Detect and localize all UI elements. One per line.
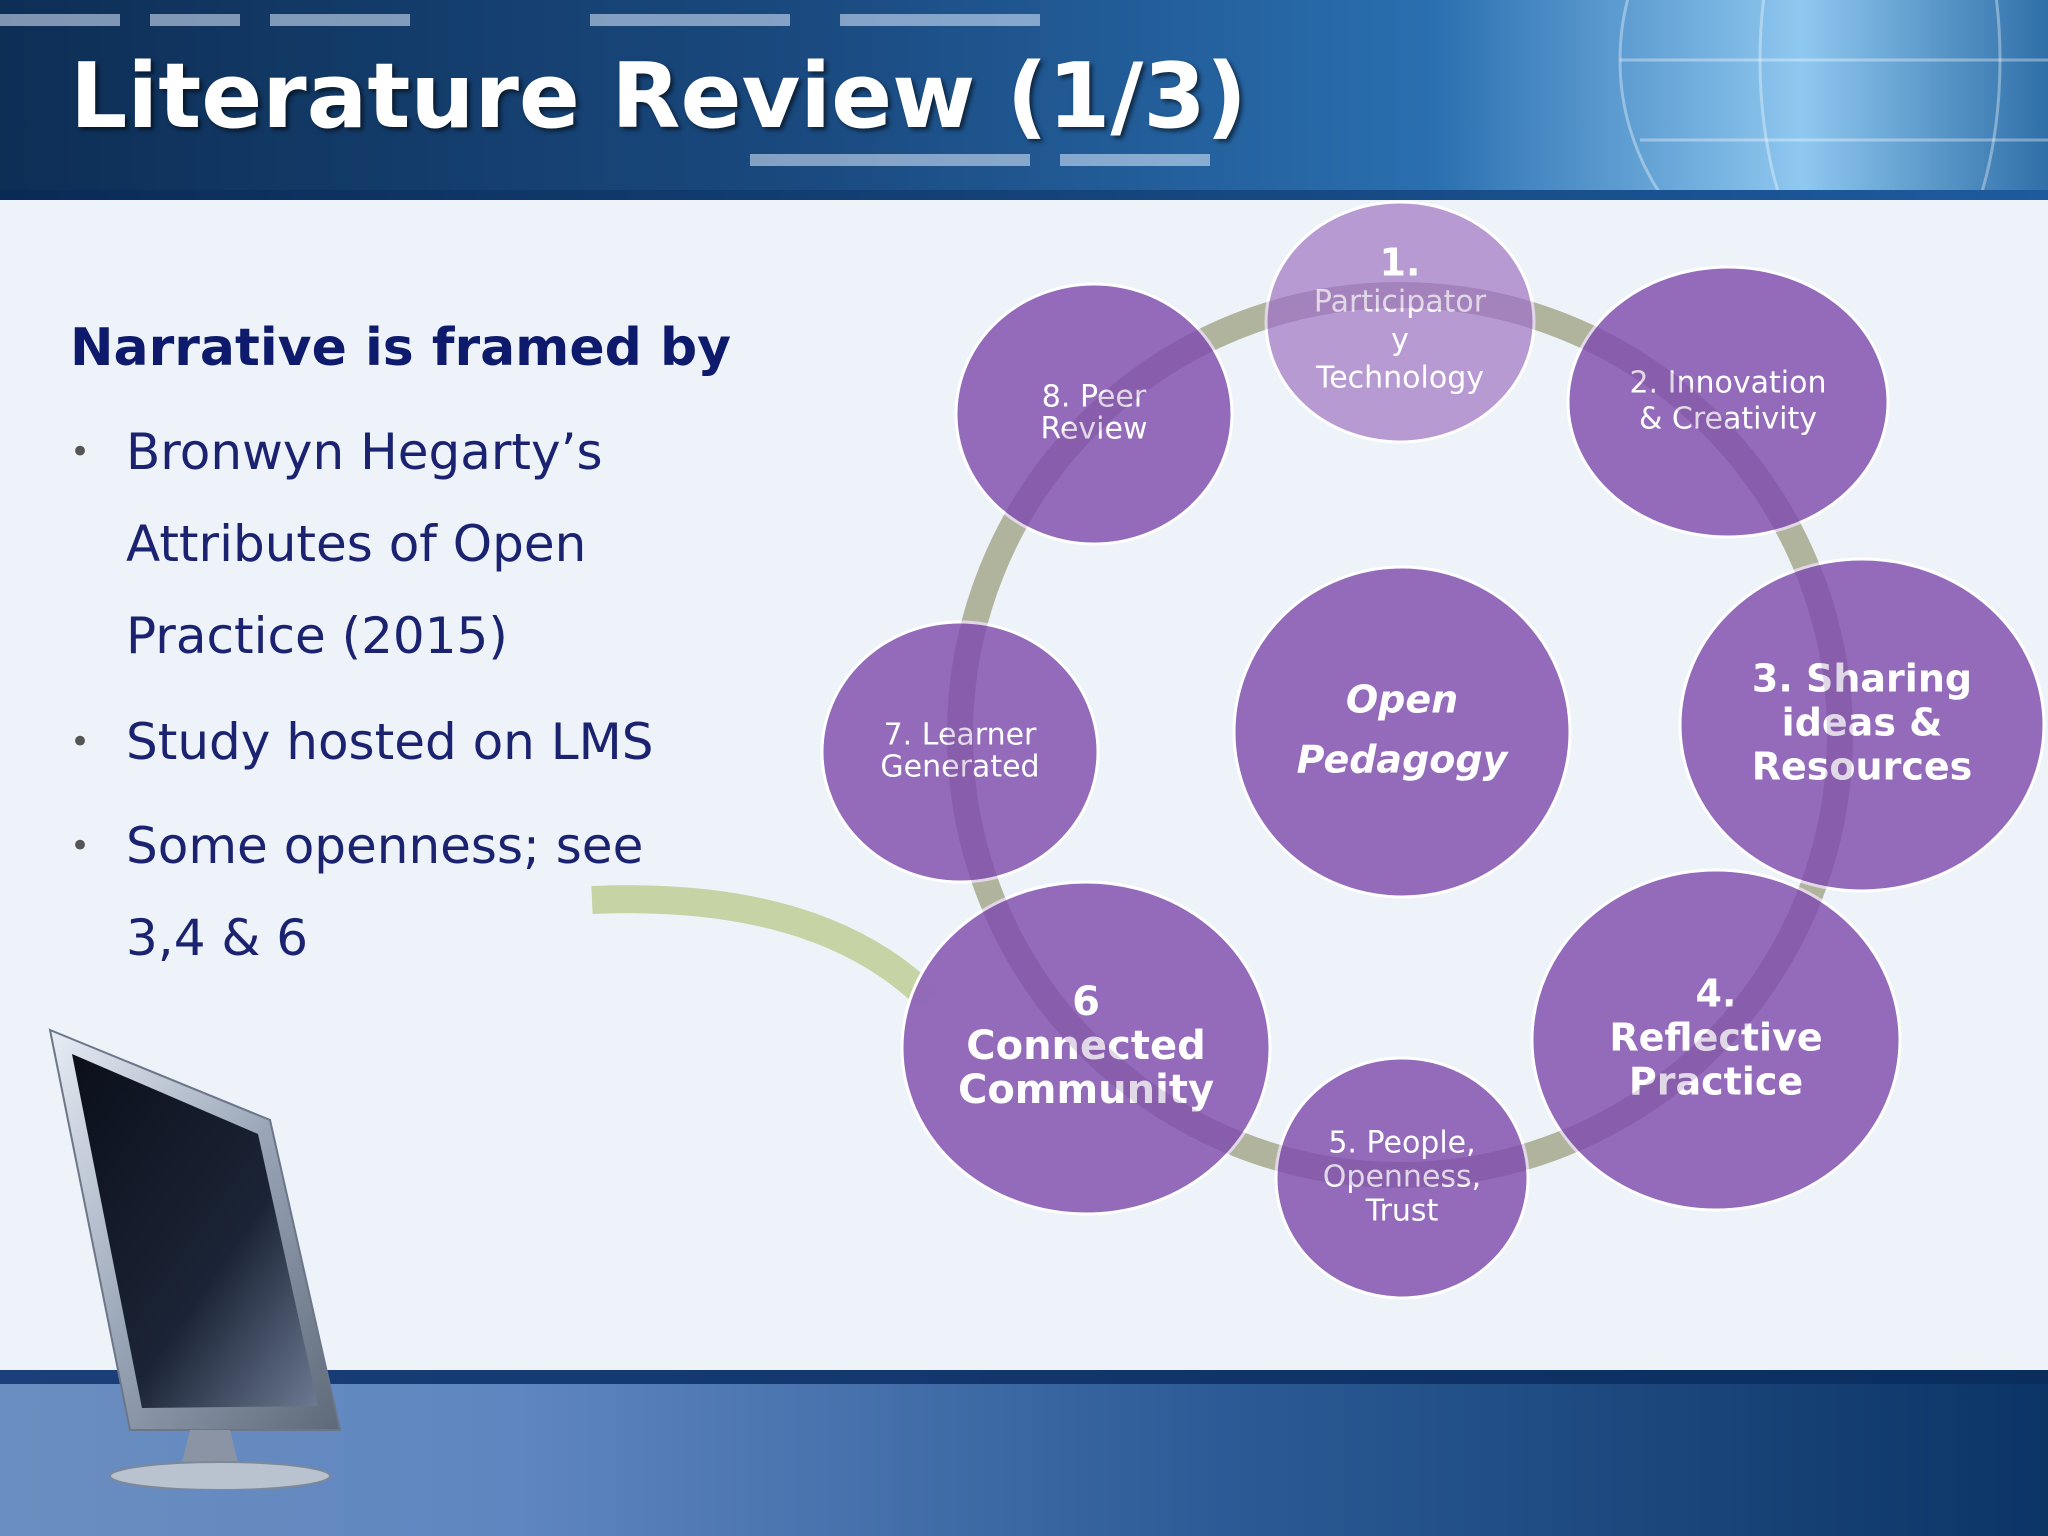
node-label: Technology <box>1315 361 1484 396</box>
header-decoration <box>270 14 410 26</box>
lead-heading: Narrative is framed by <box>70 318 732 378</box>
bullet-line: 3,4 & 6 <box>126 909 309 967</box>
node-ellipse <box>954 282 1234 546</box>
node-label: Participator <box>1314 285 1487 320</box>
ring-tail <box>591 885 940 1010</box>
node-label: 7. Learner <box>884 718 1037 753</box>
node-label: 4. <box>1696 972 1737 1016</box>
footer-line <box>0 1370 2048 1384</box>
header-decoration <box>150 14 240 26</box>
footer-band <box>0 1370 2048 1536</box>
node-label: 3. Sharing <box>1752 657 1972 701</box>
header-decoration <box>0 14 120 26</box>
bullet-line: Study hosted on LMS <box>126 713 654 771</box>
header-decoration <box>1060 154 1210 166</box>
bullet-line: Practice (2015) <box>126 607 508 665</box>
node-label: Pedagogy <box>1297 738 1510 782</box>
node-ellipse <box>1566 265 1890 539</box>
node-label: 2. Innovation <box>1630 366 1827 401</box>
node-ellipse <box>900 880 1272 1216</box>
node-label: 8. Peer <box>1042 380 1147 415</box>
node-label: 1. <box>1380 241 1421 285</box>
header-decoration <box>840 14 1040 26</box>
bullet-line: Some openness; see <box>126 817 644 875</box>
header-decoration <box>750 154 1030 166</box>
header-banner <box>0 0 2048 200</box>
node-label: Openness, <box>1323 1160 1481 1195</box>
node-ellipse <box>820 620 1100 884</box>
node-ellipse <box>1264 200 1536 444</box>
bullet-dot-icon: • <box>70 432 91 472</box>
node-label: Practice <box>1629 1060 1803 1104</box>
node-label: y <box>1391 323 1409 358</box>
node-label: Community <box>958 1067 1214 1113</box>
bullet-line: Attributes of Open <box>126 515 587 573</box>
node-ellipse <box>1274 1056 1530 1300</box>
node-label: 5. People, <box>1328 1126 1475 1161</box>
node-label: Trust <box>1365 1194 1439 1229</box>
ring-overlay-arc <box>947 282 1853 1188</box>
slide-title: Literature Review (1/3) <box>70 44 1247 149</box>
bullet-dot-icon: • <box>70 826 91 866</box>
node-ellipse <box>1232 565 1572 899</box>
node-label: 6 <box>1072 979 1100 1025</box>
node-label: Connected <box>966 1023 1206 1069</box>
node-label: Reflective <box>1609 1016 1822 1060</box>
header-underline <box>0 190 2048 200</box>
cycle-node-2: 2. Innovation& Creativity <box>1566 265 1890 539</box>
cycle-node-5: 5. People,Openness,Trust <box>1274 1056 1530 1300</box>
node-ellipse <box>1678 557 2046 893</box>
node-label: Open <box>1346 678 1458 722</box>
node-label: Resources <box>1752 745 1972 789</box>
node-label: & Creativity <box>1639 402 1817 437</box>
bullet-line: Bronwyn Hegarty’s <box>126 423 603 481</box>
node-ellipse <box>1530 868 1902 1212</box>
computer-monitor-icon <box>48 1028 342 1490</box>
bullet-dot-icon: • <box>70 722 91 762</box>
node-label: ideas & <box>1782 701 1943 745</box>
node-label: Generated <box>880 750 1039 785</box>
globe-graphic <box>1618 0 2048 200</box>
header-decoration <box>590 14 790 26</box>
node-label: Review <box>1040 412 1147 447</box>
ring-overlay <box>947 282 1853 1188</box>
